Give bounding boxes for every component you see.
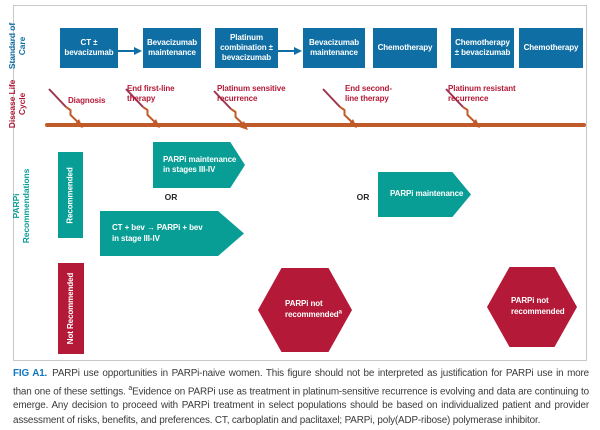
timeline-tick-icon: [444, 87, 482, 128]
event-label-end-second-line: End second- line therapy: [345, 84, 392, 103]
soc-box-chemotherapy-bevacizumab: Chemotherapy ± bevacizumab: [451, 28, 514, 68]
timeline-tick-icon: [321, 87, 359, 128]
recommended-bar: Recommended: [58, 152, 83, 238]
recommendation-arrow-parpi-maintenance: PARPi maintenance: [378, 172, 471, 217]
hexagon-parpi-not-recommended: PARPi not recommended: [487, 267, 577, 347]
row-label-disease-life-cycle: Disease Life Cycle: [7, 79, 27, 129]
soc-box-platinum-combination: Platinum combination ± bevacizumab: [215, 28, 278, 68]
event-label-diagnosis: Diagnosis: [68, 96, 106, 105]
event-label-platinum-resistant: Platinum resistant recurrence: [448, 84, 516, 103]
timeline-tick-icon: [47, 87, 85, 128]
figure-caption-text-2: Evidence on PARPi use as treatment in pl…: [13, 385, 589, 427]
timeline-line: [45, 123, 586, 127]
event-label-platinum-sensitive: Platinum sensitive recurrence: [217, 84, 286, 103]
soc-box-chemotherapy-1: Chemotherapy: [373, 28, 437, 68]
flow-arrow-icon: [118, 43, 142, 61]
hexagon-label-line1: PARPi not: [285, 299, 323, 309]
figure-caption: FIG A1.PARPi use opportunities in PARPi-…: [13, 367, 589, 429]
timeline-tick-icon: [212, 89, 250, 130]
recommended-bar-label: Recommended: [66, 166, 75, 224]
event-label-end-first-line: End first-line therapy: [127, 84, 175, 103]
not-recommended-bar-label: Not Recommended: [66, 272, 76, 345]
hexagon-label: PARPi not recommendeda: [285, 299, 342, 321]
soc-box-bevacizumab-maintenance-1: Bevacizumab maintenance: [143, 28, 201, 68]
not-recommended-bar: Not Recommended: [58, 263, 84, 354]
figure-caption-text-1: PARPi use opportunities in PARPi-naive w…: [13, 368, 589, 397]
recommendation-arrow-parpi-maintenance-stages: PARPi maintenance in stages III-IV: [153, 142, 245, 188]
hexagon-label-line2: recommended: [285, 310, 339, 319]
figure-caption-footnote-marker: a: [128, 384, 133, 392]
or-label-1: OR: [164, 192, 178, 202]
or-label-2: OR: [356, 192, 370, 202]
recommendation-arrow-ct-bev-parpi: CT + bev → PARPi + bev in stage III-IV: [100, 211, 244, 256]
hexagon-footnote-marker: a: [338, 309, 342, 316]
soc-box-bevacizumab-maintenance-2: Bevacizumab maintenance: [303, 28, 365, 68]
soc-box-chemotherapy-2: Chemotherapy: [519, 28, 583, 68]
flow-arrow-icon: [278, 43, 302, 61]
row-label-parpi-recommendations: PARPi Recommendations: [11, 168, 31, 244]
timeline-tick-icon: [124, 87, 162, 128]
soc-box-ct-bevacizumab: CT ± bevacizumab: [60, 28, 118, 68]
figure-caption-label: FIG A1.: [13, 368, 48, 379]
row-label-standard-of-care: Standard of Care: [7, 22, 27, 70]
